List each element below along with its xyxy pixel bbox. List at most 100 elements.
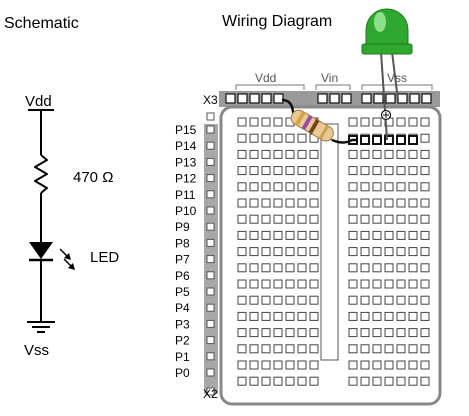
wiring-title: Wiring Diagram (222, 13, 332, 30)
led-component (361, 8, 413, 141)
pin-socket (206, 112, 215, 121)
breadboard-hole (237, 230, 247, 240)
breadboard-hole (237, 149, 247, 159)
pin-socket (206, 125, 215, 134)
breadboard-hole (408, 182, 418, 192)
breadboard-hole (285, 182, 295, 192)
breadboard-hole (273, 328, 283, 338)
header-socket (317, 93, 328, 104)
breadboard-hole (285, 295, 295, 305)
breadboard-hole (249, 133, 259, 143)
breadboard-hole (420, 247, 430, 257)
vdd-jumper-wire (281, 98, 298, 121)
breadboard-hole (348, 214, 358, 224)
pin-label: P9 (175, 220, 190, 234)
header-socket (409, 93, 420, 104)
breadboard-hole (372, 198, 382, 208)
breadboard-hole (249, 117, 259, 127)
pin-socket (206, 368, 215, 377)
light-emission-icon (59, 248, 75, 270)
breadboard-hole (297, 263, 307, 273)
header-vdd-label: Vdd (255, 71, 276, 85)
breadboard-hole (348, 247, 358, 257)
breadboard-hole (384, 166, 394, 176)
breadboard-hole (237, 247, 247, 257)
breadboard-hole (309, 166, 319, 176)
breadboard-hole (309, 279, 319, 289)
header-brackets (235, 84, 433, 90)
breadboard-hole (360, 295, 370, 305)
schematic: Schematic Vdd 470 Ω LED Vss (4, 15, 119, 359)
breadboard-hole (384, 214, 394, 224)
breadboard-hole (384, 376, 394, 386)
breadboard-hole (249, 149, 259, 159)
breadboard-hole (372, 149, 382, 159)
pin-label: P13 (175, 155, 197, 169)
breadboard-hole (420, 166, 430, 176)
breadboard-hole (372, 117, 382, 127)
pin-socket (206, 271, 215, 280)
pin-label: P7 (175, 253, 190, 267)
breadboard-hole (261, 133, 271, 143)
breadboard-hole (360, 247, 370, 257)
breadboard-hole (273, 198, 283, 208)
breadboard-hole (372, 328, 382, 338)
breadboard-hole (420, 198, 430, 208)
breadboard-hole (396, 166, 406, 176)
pin-socket (206, 190, 215, 199)
pin-label: P10 (175, 204, 197, 218)
breadboard-hole (420, 360, 430, 370)
header-vss-label: Vss (387, 71, 407, 85)
breadboard-hole (249, 247, 259, 257)
breadboard-hole (396, 360, 406, 370)
breadboard-hole (297, 376, 307, 386)
breadboard-hole (309, 149, 319, 159)
pin-socket (206, 287, 215, 296)
breadboard-hole (408, 149, 418, 159)
breadboard-holes (237, 117, 430, 386)
breadboard-hole (249, 166, 259, 176)
breadboard-hole (249, 328, 259, 338)
header-socket (329, 93, 340, 104)
pin-socket (206, 255, 215, 264)
breadboard-hole (285, 149, 295, 159)
ground-symbol (27, 321, 55, 333)
breadboard-hole (249, 214, 259, 224)
breadboard-hole (237, 166, 247, 176)
breadboard-hole (249, 360, 259, 370)
breadboard-hole (309, 230, 319, 240)
breadboard-hole (360, 328, 370, 338)
breadboard-hole (237, 198, 247, 208)
breadboard-hole (348, 117, 358, 127)
pin-label: P4 (175, 301, 190, 315)
breadboard-hole (285, 376, 295, 386)
breadboard-hole (297, 328, 307, 338)
pin-socket (206, 319, 215, 328)
pin-socket (206, 303, 215, 312)
x2-label: X2 (203, 387, 218, 401)
breadboard-hole (273, 344, 283, 354)
breadboard-hole (420, 295, 430, 305)
pin-label: P14 (175, 139, 197, 153)
breadboard-hole (348, 166, 358, 176)
resistor-symbol (34, 154, 48, 194)
breadboard-hole (285, 263, 295, 273)
breadboard-hole (408, 376, 418, 386)
breadboard-hole (396, 198, 406, 208)
breadboard-hole (261, 328, 271, 338)
breadboard-hole (408, 263, 418, 273)
breadboard-hole (384, 263, 394, 273)
vdd-label: Vdd (25, 93, 52, 110)
pin-label: P6 (175, 269, 190, 283)
breadboard-hole (237, 360, 247, 370)
breadboard-hole (396, 279, 406, 289)
breadboard-hole (273, 166, 283, 176)
breadboard-hole (297, 149, 307, 159)
breadboard-hole (384, 149, 394, 159)
breadboard-hole (348, 311, 358, 321)
breadboard-hole (384, 344, 394, 354)
breadboard-hole (384, 295, 394, 305)
schematic-title: Schematic (4, 15, 79, 32)
breadboard-hole (372, 182, 382, 192)
